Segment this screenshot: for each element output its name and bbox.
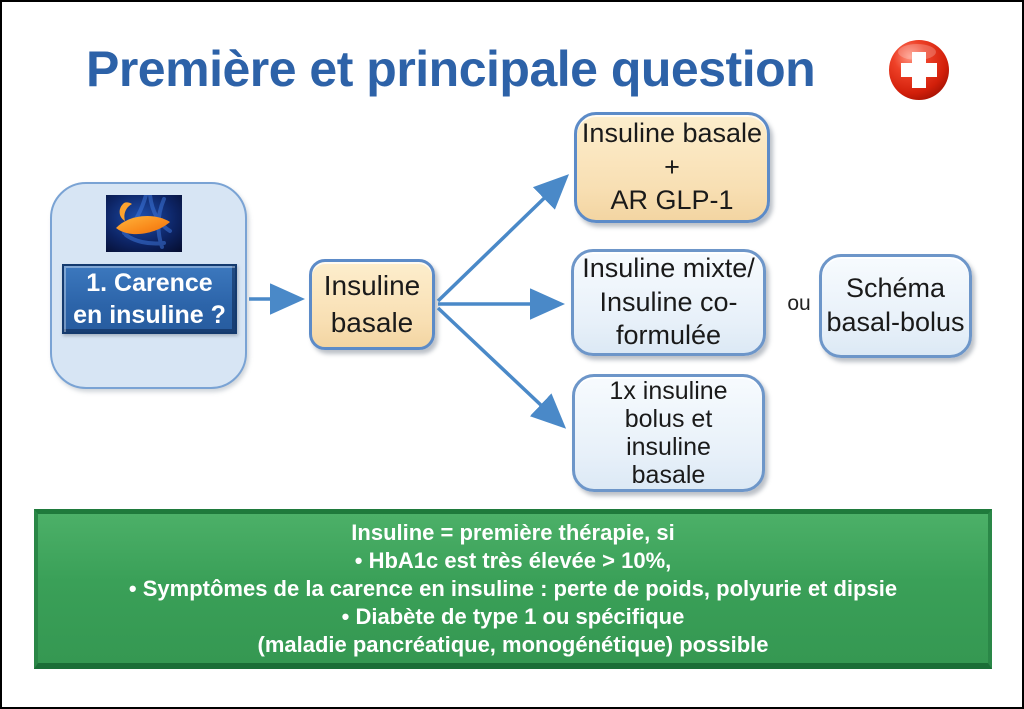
pancreas-image xyxy=(106,195,182,252)
banner-line: • Symptômes de la carence en insuline : … xyxy=(128,575,898,601)
banner-line: (maladie pancréatique, monogénétique) po… xyxy=(257,631,769,657)
insulin-first-therapy-banner: Insuline = première thérapie, si • HbA1c… xyxy=(34,509,992,669)
option-mixte-coformulee-box: Insuline mixte/ Insuline co- formulée xyxy=(571,249,766,356)
insulin-deficiency-question: 1. Carence en insuline ? xyxy=(62,264,237,334)
banner-line: Insuline = première thérapie, si xyxy=(351,519,675,545)
banner-line: • HbA1c est très élevée > 10%, xyxy=(354,547,672,573)
option-bolus-basale-box: 1x insuline bolus et insuline basale xyxy=(572,374,765,492)
banner-line: • Diabète de type 1 ou spécifique xyxy=(341,603,685,629)
page-title: Première et principale question xyxy=(86,41,816,97)
insulin-deficiency-panel: 1. Carence en insuline ? xyxy=(50,182,247,389)
option-basal-glp1-box: Insuline basale + AR GLP-1 xyxy=(574,112,770,223)
swiss-cross-icon xyxy=(889,40,949,100)
arrow-basal-to-glp1 xyxy=(436,174,570,303)
or-label: ou xyxy=(787,292,811,315)
option-schema-basal-bolus-box: Schéma basal-bolus xyxy=(819,254,972,358)
insuline-basale-box: Insuline basale xyxy=(309,259,435,350)
arrow-basal-to-bolus xyxy=(436,306,567,429)
